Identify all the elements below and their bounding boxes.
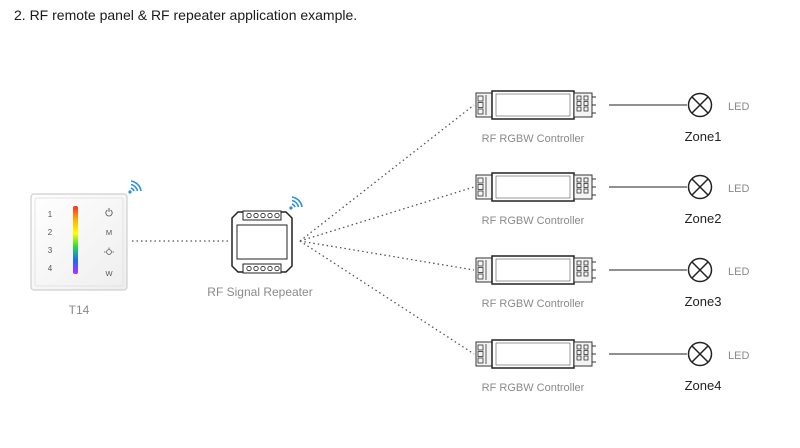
led-lamp-icon xyxy=(687,92,713,118)
controller-label: RF RGBW Controller xyxy=(482,133,585,145)
t14-remote-panel: 1 2 3 4 M W xyxy=(30,193,128,291)
panel-key-w: W xyxy=(105,269,113,278)
page-heading: 2. RF remote panel & RF repeater applica… xyxy=(14,7,358,23)
rf-signal-repeater xyxy=(231,210,293,274)
panel-key-3: 3 xyxy=(48,246,53,255)
panel-key-4: 4 xyxy=(48,264,53,273)
link-repeater-to-zone1 xyxy=(299,104,475,242)
wifi-signal-icon xyxy=(288,196,303,211)
zone-3: RF RGBW Controller LED Zone3 xyxy=(475,255,749,310)
panel-key-2: 2 xyxy=(48,228,53,237)
repeater-face xyxy=(236,224,288,260)
led-label: LED xyxy=(728,350,749,362)
panel-inner-bezel xyxy=(34,197,124,287)
zone-label: Zone1 xyxy=(685,129,722,144)
wifi-signal-icon xyxy=(127,180,142,195)
rf-rgbw-controller xyxy=(475,90,597,120)
zone-1: RF RGBW Controller LED Zone1 xyxy=(475,90,749,145)
led-label: LED xyxy=(728,183,749,195)
color-slider xyxy=(73,206,78,274)
zone-2: RF RGBW Controller LED Zone2 xyxy=(475,172,749,227)
link-repeater-to-zone2 xyxy=(299,186,475,242)
controller-label: RF RGBW Controller xyxy=(482,298,585,310)
led-lamp-icon xyxy=(687,257,713,283)
repeater-label: RF Signal Repeater xyxy=(207,285,312,299)
rf-rgbw-controller xyxy=(475,339,597,369)
power-icon xyxy=(105,208,113,217)
repeater-bottom-terminal xyxy=(242,263,282,274)
repeater-top-terminal xyxy=(242,210,282,221)
panel-key-m: M xyxy=(106,228,112,237)
rf-rgbw-controller xyxy=(475,255,597,285)
controller-label: RF RGBW Controller xyxy=(482,215,585,227)
led-lamp-icon xyxy=(687,174,713,200)
led-label: LED xyxy=(728,266,749,278)
brightness-icon xyxy=(104,247,114,255)
rf-rgbw-controller xyxy=(475,172,597,202)
zone-label: Zone2 xyxy=(685,211,722,226)
link-repeater-to-zone3 xyxy=(299,240,475,271)
panel-label: T14 xyxy=(69,303,90,317)
link-repeater-to-zone4 xyxy=(299,240,475,355)
zone-4: RF RGBW Controller LED Zone4 xyxy=(475,339,749,394)
panel-key-1: 1 xyxy=(48,210,53,219)
led-label: LED xyxy=(728,101,749,113)
controller-label: RF RGBW Controller xyxy=(482,382,585,394)
panel-frame xyxy=(30,193,128,291)
zone-label: Zone3 xyxy=(685,294,722,309)
repeater-body xyxy=(231,211,293,273)
led-lamp-icon xyxy=(687,341,713,367)
zone-label: Zone4 xyxy=(685,378,722,393)
